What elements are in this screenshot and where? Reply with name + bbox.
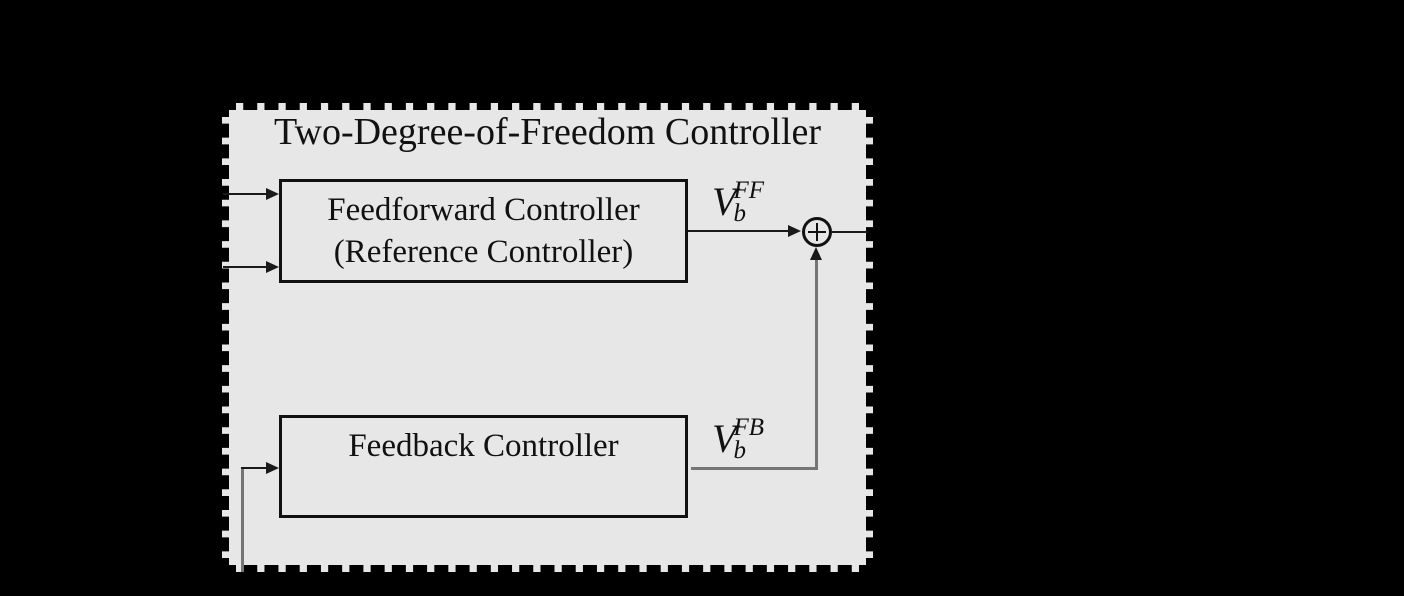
sum-output-line <box>832 231 868 233</box>
summing-junction-icon <box>802 217 832 247</box>
feedback-controller-block: Feedback Controller <box>279 415 688 518</box>
feedback-controller-label: Feedback Controller <box>348 428 619 464</box>
fb-output-line-vertical <box>815 258 818 468</box>
feedforward-controller-label-line1: Feedforward Controller <box>327 192 640 228</box>
tdof-controller-title: Two-Degree-of-Freedom Controller <box>273 111 822 153</box>
ff-output-line <box>688 230 788 232</box>
feedforward-controller-label-line2: (Reference Controller) <box>333 234 634 270</box>
fb-input-line-vertical <box>241 469 244 572</box>
ff-input-line-1 <box>223 193 267 195</box>
ff-input-arrowhead-1 <box>266 188 279 200</box>
fb-output-line-horizontal <box>691 467 818 470</box>
fb-output-label-subscript: b <box>733 437 746 464</box>
feedforward-controller-block: Feedforward Controller (Reference Contro… <box>279 179 688 283</box>
ff-output-label-superscript: FF <box>733 177 764 204</box>
fb-output-arrowhead <box>810 247 822 260</box>
fb-input-line-horizontal <box>241 467 268 469</box>
fb-output-label-base: V <box>712 416 737 461</box>
plus-icon <box>815 223 819 241</box>
ff-output-label-subscript: b <box>733 200 746 227</box>
fb-output-label-superscript: FB <box>733 414 764 441</box>
fb-input-arrowhead <box>266 462 279 474</box>
ff-output-arrowhead <box>788 225 801 237</box>
ff-output-label-base: V <box>712 179 737 224</box>
ff-input-arrowhead-2 <box>266 261 279 273</box>
ff-input-line-2 <box>223 266 267 268</box>
